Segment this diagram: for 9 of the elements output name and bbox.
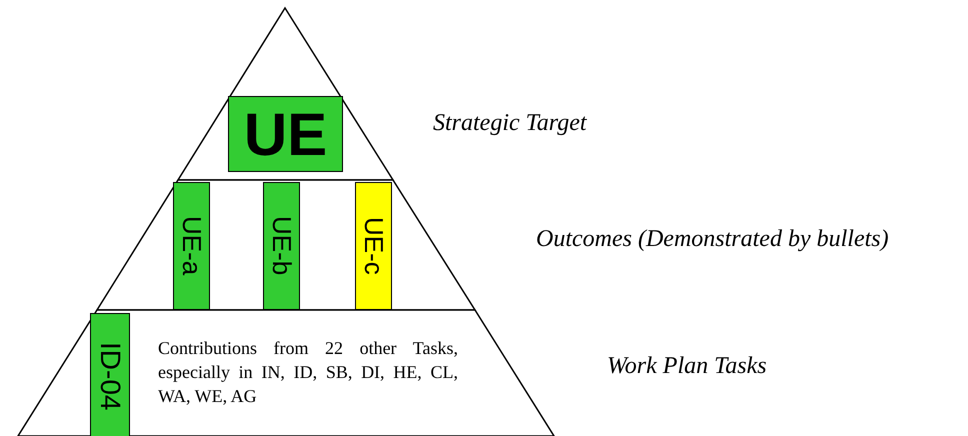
tier-label: Work Plan Tasks [607, 353, 767, 380]
code-box: UE-a [173, 182, 210, 310]
code-box: UE-c [355, 182, 392, 310]
tier-text: Contributions from 22 other Tasks, especially in IN, ID, SB, DI, HE, CL, WA, WE, AG [158, 337, 458, 408]
tier-label: Strategic Target [433, 110, 587, 137]
tier-label: Outcomes (Demonstrated by bullets) [536, 226, 889, 253]
code-box: UE [228, 96, 343, 172]
code-box: UE-b [263, 182, 300, 310]
code-box: ID-04 [90, 313, 130, 436]
